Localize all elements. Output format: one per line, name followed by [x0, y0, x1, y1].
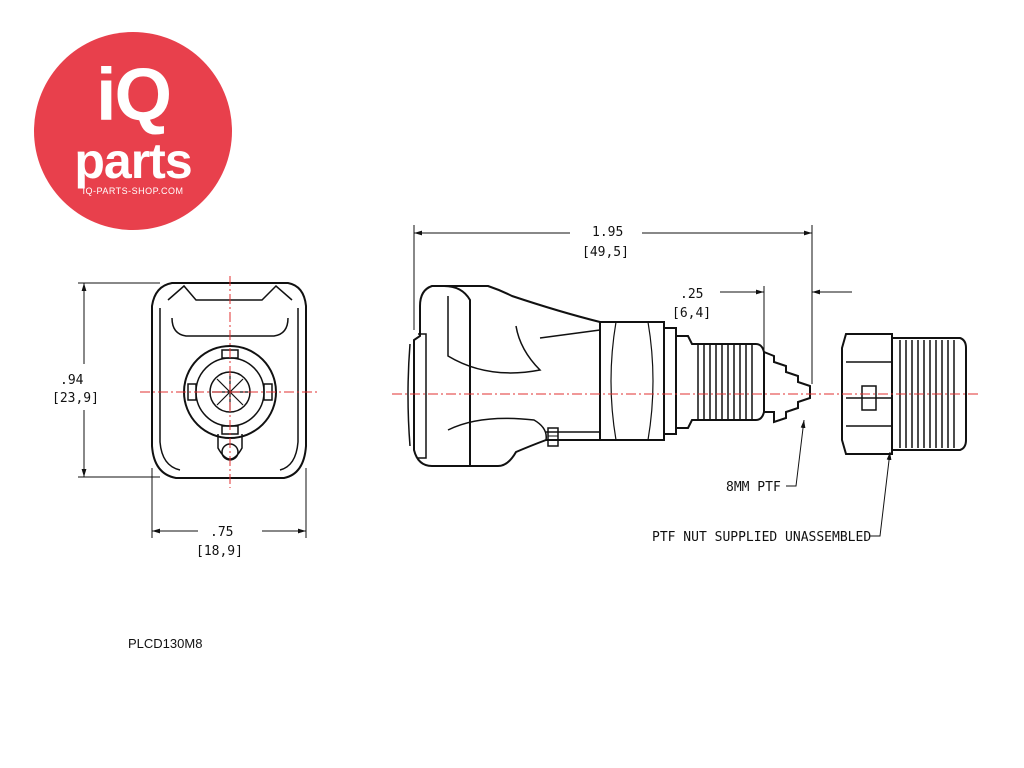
- iq-parts-logo: iQ parts IQ-PARTS-SHOP.COM: [34, 32, 232, 230]
- set-screw-thread: [548, 431, 558, 441]
- barb-mm-label: [6,4]: [672, 306, 711, 321]
- logo-parts-text: parts: [74, 133, 192, 189]
- coupling-collar-curves: [610, 321, 654, 441]
- coupling-collar: [599, 321, 665, 441]
- coupling-waist: [539, 329, 601, 433]
- nut-leader: [870, 451, 892, 537]
- logo-iq-text: iQ: [95, 53, 172, 136]
- height-in-label: .94: [60, 373, 84, 388]
- nut-hex-slot: [861, 385, 877, 411]
- barb-in-label: .25: [680, 287, 703, 302]
- width-mm-label: [18,9]: [196, 544, 243, 559]
- width-in-label: .75: [210, 525, 233, 540]
- height-mm-label: [23,9]: [52, 391, 99, 406]
- coupling-inner-lines: [447, 296, 547, 441]
- front-cross-tabs: [187, 349, 273, 435]
- front-right-wall: [279, 308, 299, 471]
- side-view-coupling: [407, 285, 677, 467]
- thread-ridges: [697, 344, 753, 420]
- coupling-flange: [663, 327, 677, 435]
- height-dimension: [78, 282, 160, 478]
- coupling-set-screw: [547, 427, 559, 447]
- part-code-label: PLCD130M8: [128, 636, 203, 651]
- nut-hex-flats: [846, 361, 892, 427]
- front-body-outline: [151, 282, 307, 479]
- front-view: [151, 282, 307, 479]
- length-dimension: [413, 225, 813, 384]
- coupling-bottom-contour: [470, 439, 664, 467]
- thread-leader: [786, 419, 806, 487]
- thread-outline: [676, 335, 765, 429]
- coupling-front-lip: [407, 333, 427, 459]
- side-view-thread: [676, 335, 811, 429]
- nut-hex-body: [841, 333, 893, 455]
- nut-knurl-body: [892, 337, 967, 451]
- nut-callout: PTF NUT SUPPLIED UNASSEMBLED: [652, 530, 871, 545]
- logo-url-text: IQ-PARTS-SHOP.COM: [82, 186, 184, 196]
- front-left-wall: [159, 308, 181, 471]
- front-top-latch: [167, 284, 293, 301]
- front-centerlines: [140, 276, 320, 488]
- length-in-label: 1.95: [592, 225, 623, 240]
- coupling-latch-body: [413, 285, 471, 467]
- length-mm-label: [49,5]: [582, 245, 629, 260]
- coupling-top-contour: [444, 285, 664, 323]
- barb-dimension: [720, 286, 852, 352]
- thread-callout: 8MM PTF: [726, 480, 781, 495]
- width-dimension: [151, 468, 307, 538]
- barb-outline: [763, 351, 811, 424]
